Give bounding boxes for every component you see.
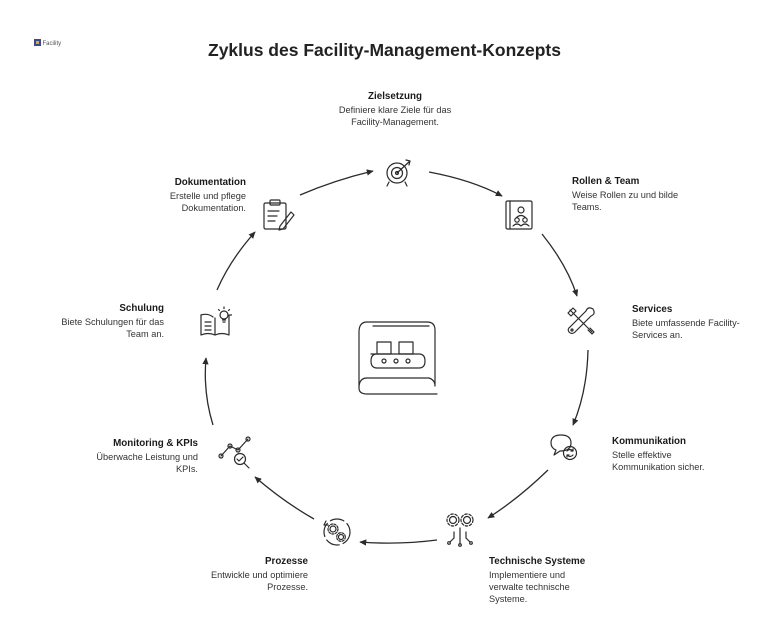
step-title: Services — [632, 304, 673, 315]
step-desc: Erstelle und pflege Dokumentation. — [169, 191, 246, 213]
analytics-icon — [218, 436, 251, 469]
gears-circuit-icon — [446, 513, 474, 547]
arrow-5 — [359, 539, 438, 546]
brand-logo: Facility — [34, 39, 62, 47]
step-desc: Implementiere und verwalte technische Sy… — [489, 570, 570, 604]
chat-icon — [550, 434, 578, 461]
step-title: Kommunikation — [612, 436, 687, 447]
arrow-7 — [202, 357, 214, 426]
arrow-1 — [428, 171, 503, 197]
cycle-arrows — [202, 169, 589, 546]
step-prozesse: Prozesse Entwickle und optimiere Prozess… — [196, 556, 308, 593]
step-title: Zielsetzung — [368, 91, 422, 102]
step-rollen-team: Rollen & Team Weise Rollen zu und bilde … — [572, 176, 692, 213]
arrow-4 — [487, 469, 549, 519]
step-title: Monitoring & KPIs — [113, 438, 198, 449]
arrow-3 — [572, 349, 589, 426]
arrow-9 — [299, 169, 374, 196]
step-kommunikation: Kommunikation Stelle effektive Kommunika… — [612, 436, 724, 473]
step-title: Technische Systeme — [489, 556, 586, 567]
step-schulung: Schulung Biete Schulungen für das Team a… — [50, 303, 164, 340]
page-title: Zyklus des Facility-Management-Konzepts — [208, 40, 561, 60]
step-desc: Überwache Leistung und KPIs. — [96, 452, 198, 474]
step-zielsetzung: Zielsetzung Definiere klare Ziele für da… — [330, 91, 460, 128]
clipboard-icon — [263, 199, 295, 231]
arrow-8 — [216, 231, 256, 291]
tools-icon — [567, 307, 595, 335]
step-desc: Weise Rollen zu und bilde Teams. — [572, 190, 679, 212]
step-desc: Stelle effektive Kommunikation sicher. — [612, 450, 705, 472]
step-title: Schulung — [119, 303, 164, 314]
step-desc: Biete umfassende Facility-Services an. — [632, 318, 740, 340]
step-desc: Biete Schulungen für das Team an. — [61, 317, 164, 339]
step-desc: Entwickle und optimiere Prozesse. — [210, 570, 308, 592]
svg-text:Facility: Facility — [43, 41, 62, 47]
step-desc: Definiere klare Ziele für das Facility-M… — [338, 105, 452, 127]
target-icon — [386, 159, 411, 187]
arrow-2 — [541, 233, 579, 297]
step-dokumentation: Dokumentation Erstelle und pflege Dokume… — [130, 177, 246, 214]
arrow-6 — [254, 476, 315, 520]
step-technische-systeme: Technische Systeme Implementiere und ver… — [489, 556, 593, 605]
step-title: Prozesse — [264, 556, 308, 567]
step-title: Dokumentation — [174, 177, 246, 188]
process-cycle-icon — [323, 518, 351, 546]
step-title: Rollen & Team — [572, 176, 640, 187]
team-roles-icon — [505, 200, 533, 230]
conveyor-blueprint-icon — [358, 321, 438, 395]
step-services: Services Biete umfassende Facility-Servi… — [632, 304, 750, 341]
book-idea-icon — [200, 306, 233, 336]
step-monitoring-kpis: Monitoring & KPIs Überwache Leistung und… — [80, 438, 198, 475]
